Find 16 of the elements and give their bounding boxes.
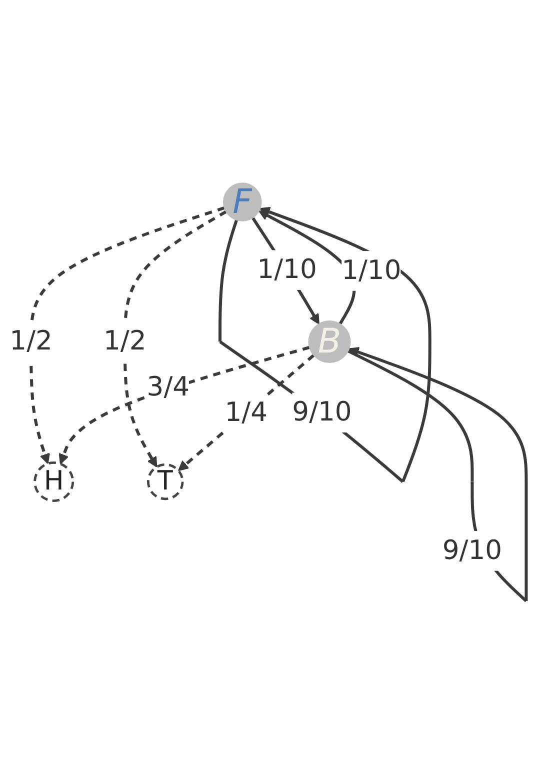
edge-label: 3/4 [146,372,190,402]
node-circle: F [223,182,262,221]
arrow [178,354,315,471]
edge-label: 1/4 [224,397,268,428]
node-circle: T [146,462,184,500]
edge-label: 9/10 [442,535,502,566]
edge-label: 1/10 [257,254,317,285]
arrow [251,216,320,324]
edge-label: 1/10 [342,255,402,286]
arrow [123,210,227,467]
edge-label: 1/2 [104,326,146,356]
arrow [58,345,310,464]
edge-label: 9/10 [292,397,352,428]
arrow [30,206,225,464]
node-circle: H [34,461,74,502]
edge-label: 1/2 [10,326,52,356]
